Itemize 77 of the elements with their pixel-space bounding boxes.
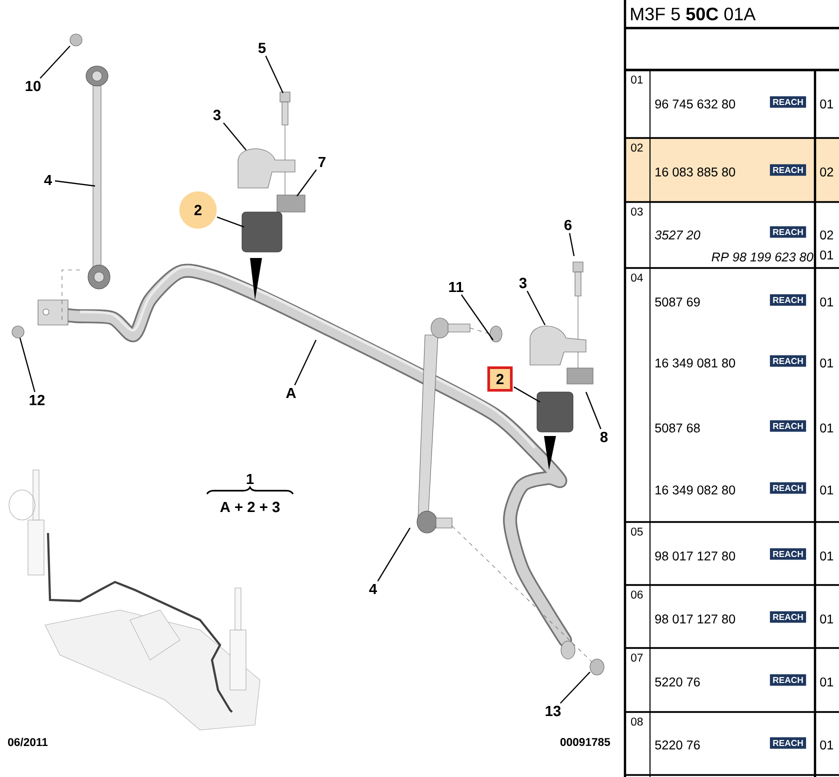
quantity: 01	[820, 614, 834, 624]
reach-badge: REACH	[770, 355, 806, 367]
callout-number: 3	[213, 110, 221, 120]
part-number: 16 349 081 80	[656, 358, 736, 368]
part-number: 16 083 885 80	[656, 168, 736, 176]
selected-callout: 2	[487, 366, 513, 392]
callout-number: 3	[519, 278, 527, 288]
leader-line	[526, 290, 546, 326]
quantity: 01	[820, 678, 834, 686]
part-number: 98 017 127 80	[655, 552, 736, 560]
leader-line	[19, 338, 36, 392]
leader-line	[54, 180, 96, 187]
callout-number: 12	[30, 394, 45, 406]
reach-badge: REACH	[770, 226, 806, 238]
reach-badge: REACH	[770, 420, 806, 432]
quantity: 02	[820, 230, 834, 240]
callout-number: A	[286, 388, 296, 398]
leader-line	[377, 528, 411, 582]
reach-badge: REACH	[770, 482, 806, 494]
part-number: 5220 76	[655, 740, 700, 750]
leader-line	[568, 232, 575, 256]
reach-badge: REACH	[770, 294, 806, 306]
callout-number: 13	[546, 706, 561, 716]
callout-number: 7	[318, 156, 326, 168]
note: 06/2011	[8, 738, 48, 746]
row-number: 08	[631, 718, 643, 726]
quantity: 01	[820, 486, 834, 494]
leader-line	[585, 392, 602, 430]
callout-number: 1	[246, 474, 254, 484]
highlighted-callout: 2	[179, 191, 217, 229]
part-number: 5220 76	[655, 678, 700, 686]
leader-line	[265, 56, 284, 94]
callout-number: 6	[564, 220, 572, 230]
quantity: 01	[820, 298, 834, 306]
row-number: 01	[631, 76, 643, 84]
callout-number: 11	[449, 282, 464, 292]
callout-number: 5	[258, 42, 266, 54]
part-number: 16 349 082 80	[656, 486, 736, 494]
callout-number: A + 2 + 3	[220, 502, 280, 512]
leader-line	[560, 672, 590, 704]
row-number: 03	[631, 208, 643, 216]
table-title: M3F 5 50C 01A	[631, 8, 756, 20]
reach-badge: REACH	[770, 737, 806, 749]
part-number: 96 745 632 80	[655, 100, 736, 108]
callout-number: 10	[26, 80, 41, 92]
row-number: 02	[631, 144, 643, 152]
quantity: 01	[820, 100, 834, 108]
leader-line	[460, 294, 494, 340]
part-number: 98 017 127 80	[655, 614, 736, 624]
part-number: 5087 68	[655, 424, 700, 432]
reach-badge: REACH	[770, 611, 806, 623]
row-number: 04	[631, 274, 643, 282]
row-number: 07	[631, 654, 643, 662]
quantity: 01	[820, 358, 834, 368]
callout-number: 8	[600, 432, 608, 442]
leader-line	[40, 46, 70, 79]
quantity: 01	[820, 424, 834, 432]
quantity: 01	[820, 250, 834, 260]
quantity: 01	[820, 552, 834, 560]
part-number: RP 98 199 623 80	[712, 252, 814, 262]
row-number: 05	[631, 528, 643, 536]
note: 00091785	[560, 738, 610, 746]
leader-line	[216, 216, 244, 228]
leader-line	[223, 122, 246, 150]
leader-line	[294, 340, 317, 386]
reach-badge: REACH	[770, 674, 806, 686]
row-number: 06	[631, 590, 643, 599]
callout-number: 4	[44, 174, 52, 186]
quantity: 02	[820, 168, 834, 176]
callout-number: 4	[369, 584, 377, 594]
reach-badge: REACH	[770, 548, 806, 560]
part-number: 5087 69	[655, 298, 700, 306]
leader-line	[514, 386, 540, 403]
quantity: 01	[820, 740, 834, 750]
reach-badge: REACH	[770, 96, 806, 108]
leader-line	[296, 169, 317, 196]
part-number: 3527 20	[654, 230, 700, 240]
